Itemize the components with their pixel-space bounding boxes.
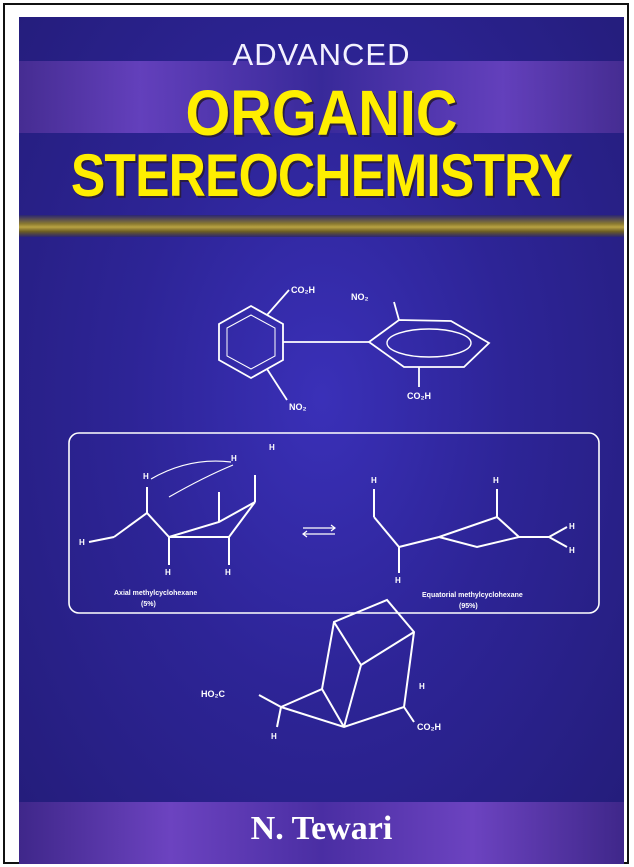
adamantane-left-h: H (271, 732, 277, 741)
biphenyl-top-right-group: NO₂ (351, 292, 369, 302)
axial-chair (88, 460, 256, 565)
axial-h-3: H (269, 443, 275, 452)
conformer-box (68, 432, 600, 614)
author-name: N. Tewari (250, 810, 393, 847)
biphenyl-bottom-left-group: NO₂ (289, 402, 307, 412)
equilibrium-arrows (302, 524, 336, 538)
adamantane-right-group: CO₂H (417, 722, 441, 732)
equatorial-caption-1: Equatorial methylcyclohexane (422, 592, 523, 599)
eq-h-5: H (569, 546, 575, 555)
gold-stripe (19, 215, 624, 237)
equatorial-caption-2: (95%) (459, 603, 478, 610)
axial-h-6: H (225, 568, 231, 577)
axial-h-4: H (79, 538, 85, 547)
eq-h-2: H (493, 476, 499, 485)
title-line-1: ORGANIC (185, 77, 458, 149)
book-cover: ADVANCED ORGANIC STEREOCHEMISTRY CO₂H NO… (19, 17, 624, 864)
title-band (19, 61, 624, 133)
biphenyl-bottom-right-group: CO₂H (407, 391, 431, 401)
biphenyl-diagram (218, 289, 491, 401)
biphenyl-top-group: CO₂H (291, 285, 315, 295)
eq-h-4: H (569, 522, 575, 531)
axial-h-5: H (165, 568, 171, 577)
adamantane-left-group: HO₂C (201, 689, 225, 699)
chemical-structures: CO₂H NO₂ NO₂ CO₂H H H H H H H Axial meth… (68, 285, 600, 741)
series-word: ADVANCED (232, 37, 411, 72)
eq-h-3: H (395, 576, 401, 585)
equatorial-chair (373, 489, 568, 573)
axial-h-1: H (143, 472, 149, 481)
title-line-2: STEREOCHEMISTRY (70, 142, 573, 209)
author-band (19, 802, 624, 864)
adamantane-diagram (258, 598, 416, 729)
axial-caption-1: Axial methylcyclohexane (114, 590, 197, 597)
adamantane-right-h: H (419, 682, 425, 691)
eq-h-1: H (371, 476, 377, 485)
axial-h-2: H (231, 454, 237, 463)
axial-caption-2: (5%) (141, 601, 156, 608)
